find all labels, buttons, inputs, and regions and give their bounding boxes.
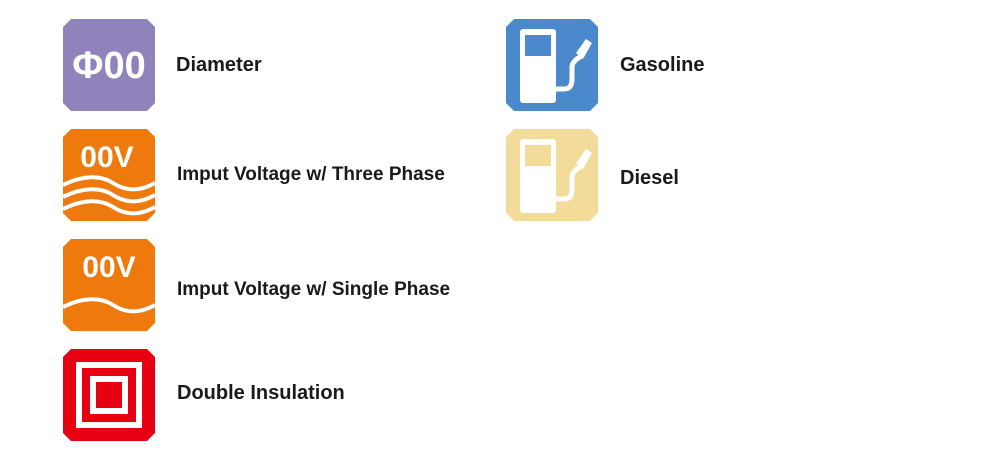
- double-insulation-label: Double Insulation: [177, 382, 345, 404]
- three-phase-voltage-icon: 00V: [63, 129, 155, 221]
- diameter-icon: Φ00: [63, 19, 155, 111]
- single-phase-icon-text: 00V: [82, 251, 135, 284]
- three-phase-icon-text: 00V: [80, 141, 133, 174]
- double-insulation-icon: [63, 349, 155, 441]
- diesel-pump-icon: [506, 129, 598, 221]
- gasoline-label: Gasoline: [620, 54, 705, 76]
- single-phase-voltage-label: Imput Voltage w/ Single Phase: [177, 279, 451, 300]
- gasoline-pump-icon: [506, 19, 598, 111]
- single-phase-voltage-icon: 00V: [63, 239, 155, 331]
- diesel-label: Diesel: [620, 167, 679, 189]
- diameter-label: Diameter: [176, 54, 262, 76]
- diameter-icon-text: Φ00: [72, 45, 145, 87]
- three-phase-voltage-label: Imput Voltage w/ Three Phase: [177, 164, 445, 185]
